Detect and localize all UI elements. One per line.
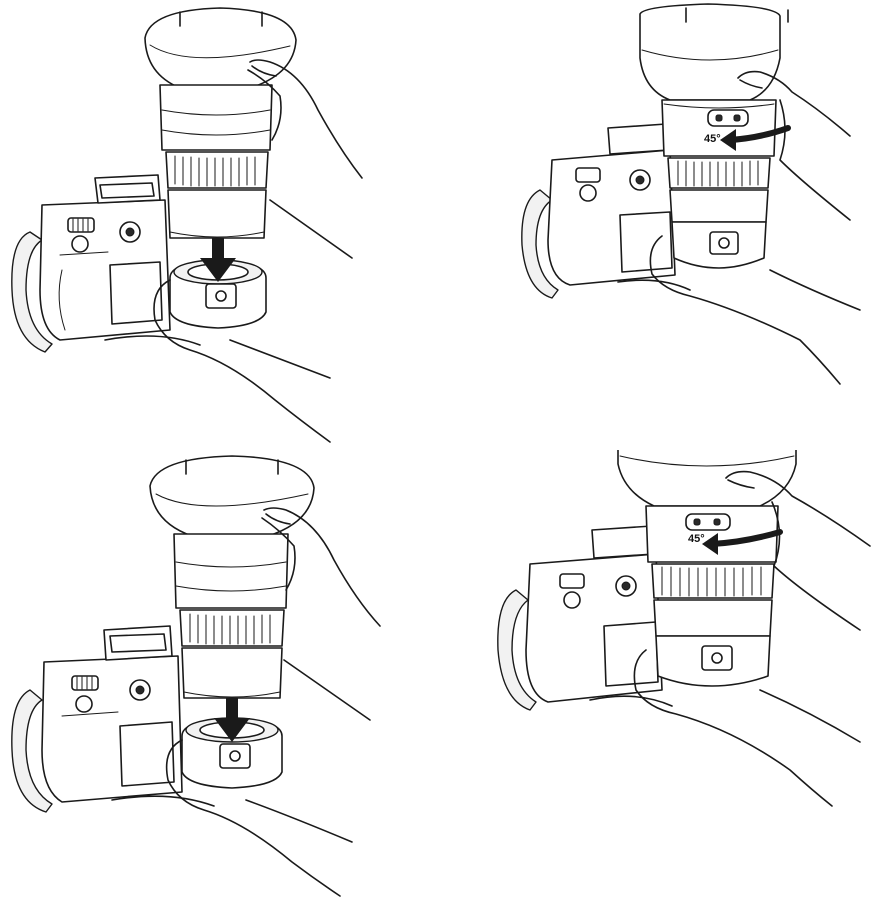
step-1-illustration (0, 0, 440, 450)
step-4-rotate-lens-panel: 45° (440, 450, 880, 901)
lens-barrel (145, 8, 296, 238)
step-1-insert-lens-panel (0, 0, 440, 450)
angle-label-45: 45° (704, 133, 721, 145)
step-2-illustration: 45° (440, 0, 880, 450)
step-3-illustration (0, 450, 440, 901)
camera-body (12, 175, 170, 352)
camera-body (12, 626, 182, 812)
step-2-rotate-lens-panel: 45° (440, 0, 880, 450)
angle-label-45: 45° (688, 533, 705, 545)
camera-body (498, 526, 662, 710)
lens-mount (656, 636, 770, 686)
step-3-insert-lens-panel (0, 450, 440, 901)
lens-mount (672, 222, 766, 268)
step-4-illustration: 45° (440, 450, 880, 901)
